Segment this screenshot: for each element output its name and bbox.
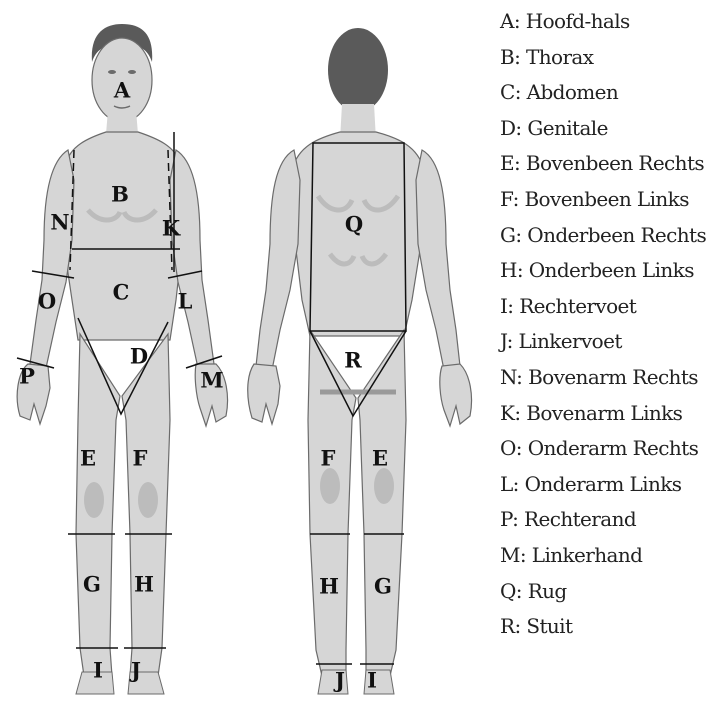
legend-item-b: B: Thorax [500, 40, 706, 76]
front-label-l: L [178, 289, 193, 314]
front-label-p: P [19, 364, 35, 389]
legend-item-f: F: Bovenbeen Links [500, 182, 706, 218]
front-label-a: A [113, 78, 131, 103]
back-hand-left [440, 364, 472, 426]
legend-item-r: R: Stuit [500, 609, 706, 645]
front-knee-shading-right [84, 482, 104, 518]
front-body-figure [17, 24, 227, 694]
back-label-e: E [372, 446, 388, 471]
front-eye-right [108, 70, 116, 74]
back-label-q: Q [345, 212, 363, 237]
legend-item-a: A: Hoofd-hals [500, 4, 706, 40]
front-neck [106, 110, 138, 134]
legend-item-h: H: Onderbeen Links [500, 253, 706, 289]
back-calf-shading-right [320, 468, 340, 504]
legend-item-c: C: Abdomen [500, 75, 706, 111]
front-label-g: G [83, 572, 101, 597]
front-label-d: D [130, 344, 148, 369]
legend-item-j: J: Linkervoet [500, 324, 706, 360]
back-label-j: J [333, 668, 345, 693]
front-arm-right [30, 150, 74, 368]
legend-item-e: E: Bovenbeen Rechts [500, 146, 706, 182]
back-label-r: R [344, 348, 362, 373]
front-arm-left [170, 150, 214, 368]
back-label-g: G [374, 574, 392, 599]
legend-item-q: Q: Rug [500, 574, 706, 610]
back-label-i: I [367, 668, 377, 693]
legend-item-i: I: Rechtervoet [500, 289, 706, 325]
front-label-c: C [113, 280, 130, 305]
back-hand-right [248, 364, 280, 424]
back-arm-right [256, 150, 300, 370]
front-eye-left [128, 70, 136, 74]
back-arm-left [416, 150, 460, 370]
front-label-f: F [133, 446, 148, 471]
back-calf-shading-left [374, 468, 394, 504]
region-legend: A: Hoofd-hals B: Thorax C: Abdomen D: Ge… [500, 4, 706, 645]
legend-item-m: M: Linkerhand [500, 538, 706, 574]
legend-item-o: O: Onderarm Rechts [500, 431, 706, 467]
back-head [328, 28, 388, 112]
back-label-f: F [321, 446, 336, 471]
legend-item-l: L: Onderarm Links [500, 467, 706, 503]
legend-item-g: G: Onderbeen Rechts [500, 218, 706, 254]
front-label-b: B [111, 182, 129, 207]
legend-item-d: D: Genitale [500, 111, 706, 147]
legend-item-p: P: Rechterand [500, 502, 706, 538]
front-knee-shading-left [138, 482, 158, 518]
back-label-h: H [319, 574, 339, 599]
front-label-n: N [50, 210, 69, 235]
front-label-h: H [134, 572, 154, 597]
front-label-o: O [38, 289, 56, 314]
legend-item-n: N: Bovenarm Rechts [500, 360, 706, 396]
front-label-j: J [129, 658, 141, 683]
front-label-m: M [200, 368, 223, 393]
legend-item-k: K: Bovenarm Links [500, 396, 706, 432]
front-label-e: E [80, 446, 96, 471]
front-label-k: K [162, 216, 181, 241]
front-label-i: I [93, 658, 103, 683]
